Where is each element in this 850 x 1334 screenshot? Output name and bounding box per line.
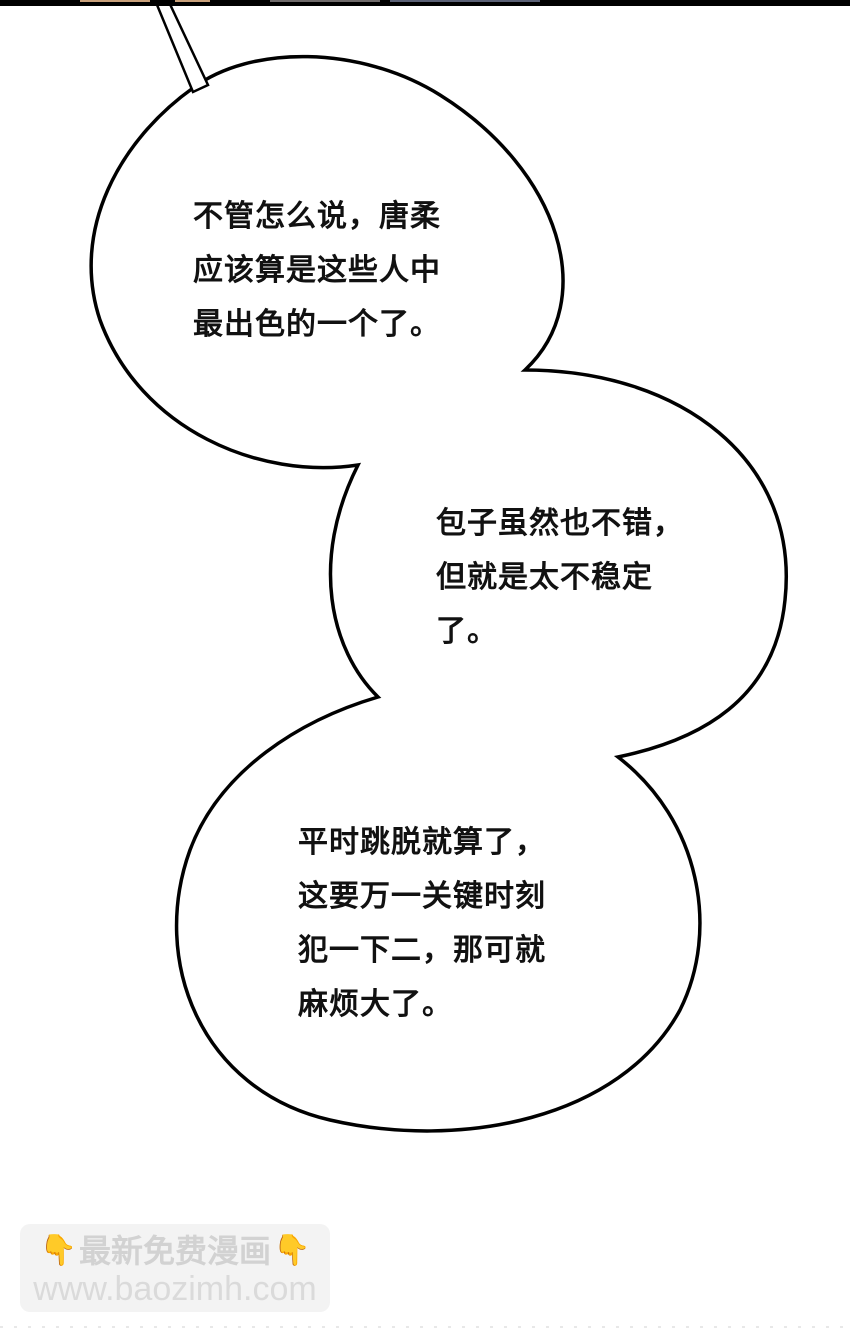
bubble-line: 不管怎么说，唐柔	[193, 199, 441, 234]
bubble-line: 了。	[436, 614, 498, 649]
bubble-1-text: 不管怎么说，唐柔 应该算是这些人中 最出色的一个了。	[193, 190, 441, 352]
tail-edge-cover	[150, 0, 175, 6]
panel-edge-segment	[390, 0, 540, 2]
panel-edge-segment	[270, 0, 380, 2]
bubble-line: 这要万一关键时刻	[298, 879, 546, 914]
bubble-2-text: 包子虽然也不错， 但就是太不稳定 了。	[436, 497, 684, 659]
watermark-title-row: 👇 最新免费漫画 👇	[20, 1232, 330, 1270]
bubble-3-text: 平时跳脱就算了， 这要万一关键时刻 犯一下二，那可就 麻烦大了。	[298, 816, 546, 1032]
panel-edge-segment	[80, 0, 210, 2]
watermark-url[interactable]: www.baozimh.com	[33, 1270, 317, 1308]
bubble-line: 应该算是这些人中	[193, 253, 441, 288]
watermark-banner[interactable]: 👇 最新免费漫画 👇 www.baozimh.com	[20, 1224, 330, 1312]
bubble-line: 麻烦大了。	[298, 987, 453, 1022]
bubble-line: 最出色的一个了。	[193, 307, 441, 342]
bubble-line: 犯一下二，那可就	[298, 933, 546, 968]
speech-bubble-outline	[89, 54, 788, 1133]
pointing-down-hand-icon: 👇	[273, 1233, 311, 1268]
speech-bubble-tail	[153, 0, 210, 94]
bubble-line: 包子虽然也不错，	[436, 506, 684, 541]
bottom-dotted-divider	[0, 1326, 850, 1328]
bubble-line: 平时跳脱就算了，	[298, 825, 546, 860]
watermark-title: 最新免费漫画	[78, 1232, 271, 1270]
bubble-line: 但就是太不稳定	[436, 560, 653, 595]
previous-panel-edge	[0, 0, 850, 6]
pointing-down-hand-icon: 👇	[39, 1233, 77, 1268]
